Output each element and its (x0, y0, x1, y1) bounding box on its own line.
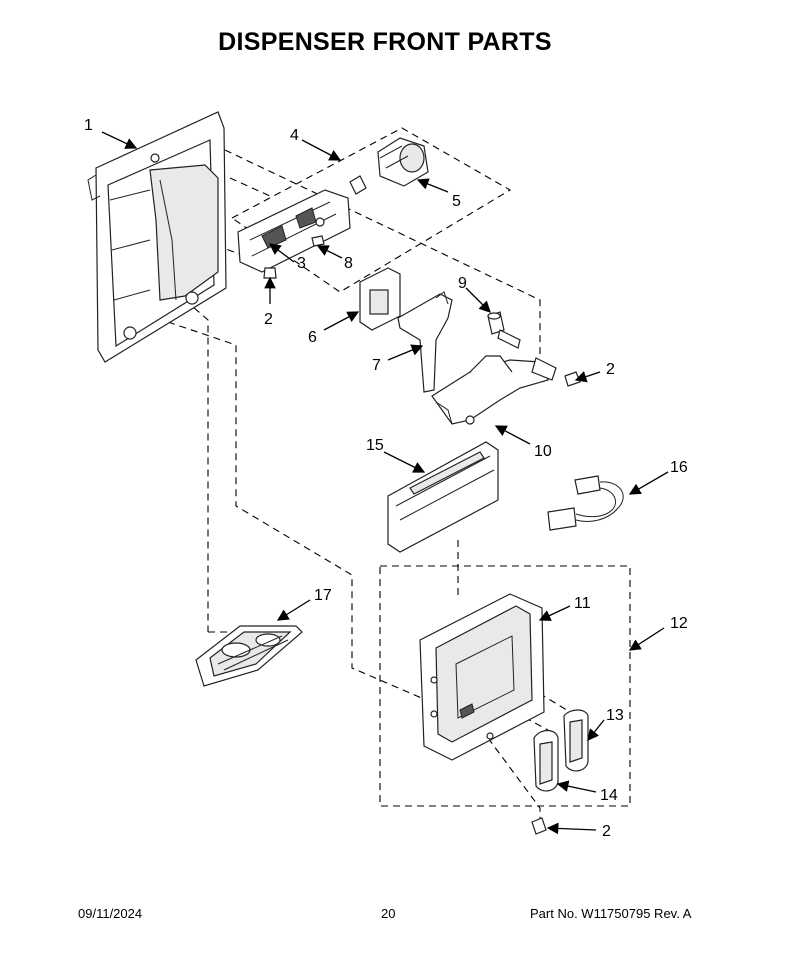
footer-page-number: 20 (381, 906, 396, 921)
part-1-dispenser-housing (87, 111, 227, 363)
callout-4: 4 (290, 127, 299, 144)
callout-3: 3 (297, 255, 306, 272)
part-13-paddle (563, 709, 589, 772)
callout-13: 13 (606, 707, 624, 724)
callout-8: 8 (344, 255, 353, 272)
callout-14: 14 (600, 787, 618, 804)
part-4-actuator-plate (237, 189, 351, 273)
part-10-ice-chute (431, 355, 557, 425)
footer-part-number: Part No. W11750795 Rev. A (530, 906, 692, 921)
part-9-fitting (487, 311, 521, 349)
part-7-lever (397, 291, 453, 393)
callout-2-upper: 2 (264, 311, 273, 328)
part-8-pin (311, 235, 325, 247)
part-16-wire-harness (547, 475, 624, 531)
part-17-drip-tray (195, 625, 303, 687)
callout-6: 6 (308, 329, 317, 346)
part-6-switch (359, 267, 401, 331)
callout-5: 5 (452, 193, 461, 210)
callout-2-bottom: 2 (602, 823, 611, 840)
part-5-motor (349, 137, 429, 195)
leader-arrows (101, 131, 669, 835)
callout-7: 7 (372, 357, 381, 374)
footer-date: 09/11/2024 (78, 906, 143, 921)
part-14-paddle (533, 729, 559, 792)
callout-10: 10 (534, 443, 552, 460)
assembly-lines (159, 127, 631, 824)
callout-9: 9 (458, 275, 467, 292)
callout-15: 15 (366, 437, 384, 454)
part-11-front-frame (419, 593, 545, 761)
callout-12: 12 (670, 615, 688, 632)
callout-17: 17 (314, 587, 332, 604)
page-title: DISPENSER FRONT PARTS (218, 28, 552, 56)
callout-16: 16 (670, 459, 688, 476)
callout-2-right: 2 (606, 361, 615, 378)
callout-1: 1 (84, 117, 93, 134)
callout-labels: 1 4 5 3 8 2 6 7 9 2 10 15 16 17 11 12 13… (84, 117, 688, 840)
part-2-screw-bottom (531, 817, 547, 835)
part-2-screw-upper-left (263, 267, 277, 279)
callout-11: 11 (574, 595, 591, 612)
part-15-panel (387, 441, 499, 553)
